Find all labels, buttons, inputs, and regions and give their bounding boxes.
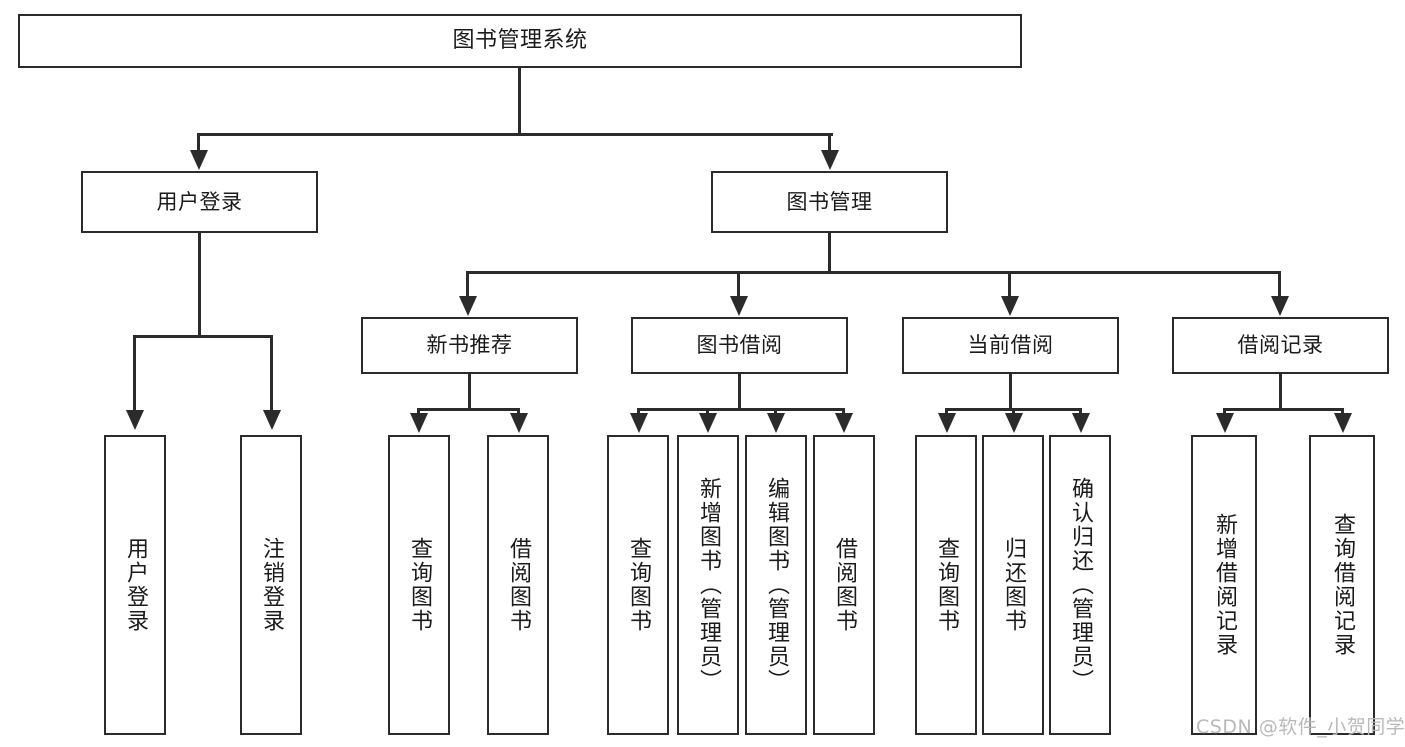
- connector-current-stem: [1009, 374, 1012, 410]
- connector-borrow-stem: [738, 374, 741, 410]
- connector-root-bus: [197, 133, 833, 136]
- connector-borrow-drop-2: [706, 408, 709, 416]
- connector-record-drop-2: [1341, 408, 1344, 416]
- arrow-to-leaf-确认归还: [1072, 413, 1090, 433]
- connector-borrow-drop-1: [637, 408, 640, 416]
- leaf-label: 归还图书: [1000, 537, 1026, 633]
- leaf-label: 查询图书: [625, 537, 651, 633]
- node-用户登录[interactable]: 用户登录: [81, 171, 318, 233]
- connector-books-drop-2: [737, 271, 740, 298]
- connector-books-bus: [466, 271, 1281, 274]
- connector-books-drop-1: [466, 271, 469, 298]
- leaf-label: 确认归还（管理员）: [1067, 477, 1093, 693]
- node-借阅记录-label: 借阅记录: [1237, 333, 1324, 358]
- arrow-to-新书推荐: [459, 296, 477, 316]
- connector-login-bus: [133, 335, 273, 338]
- connector-newbook-drop-2: [517, 408, 520, 416]
- leaf-node[interactable]: 查询图书: [388, 435, 450, 735]
- leaf-label: 新增借阅记录: [1211, 513, 1237, 657]
- connector-books-stem: [828, 233, 831, 273]
- leaf-label: 编辑图书（管理员）: [763, 477, 789, 693]
- arrow-to-leaf-用户登录: [126, 410, 144, 430]
- connector-books-drop-3: [1008, 271, 1011, 298]
- leaf-node[interactable]: 新增图书（管理员）: [677, 435, 739, 735]
- node-图书借阅-label: 图书借阅: [696, 333, 783, 358]
- node-当前借阅-label: 当前借阅: [967, 333, 1054, 358]
- leaf-node[interactable]: 编辑图书（管理员）: [745, 435, 807, 735]
- connector-newbook-bus: [417, 408, 520, 411]
- leaf-node[interactable]: 注销登录: [240, 435, 302, 735]
- connector-newbook-drop-1: [417, 408, 420, 416]
- connector-root-stem: [518, 68, 521, 134]
- leaf-label: 新增图书（管理员）: [695, 477, 721, 693]
- connector-borrow-drop-3: [774, 408, 777, 416]
- connector-login-stem: [198, 233, 201, 336]
- leaf-node[interactable]: 借阅图书: [813, 435, 875, 735]
- leaf-node[interactable]: 用户登录: [104, 435, 166, 735]
- arrow-to-借阅记录: [1271, 296, 1289, 316]
- arrow-to-leaf-注销登录: [263, 410, 281, 430]
- node-图书管理-label: 图书管理: [786, 189, 873, 214]
- connector-record-drop-1: [1223, 408, 1226, 416]
- leaf-label: 查询图书: [933, 537, 959, 633]
- connector-current-drop-2: [1012, 408, 1015, 416]
- arrow-to-leaf-归还图书: [1005, 413, 1023, 433]
- arrow-to-leaf-查询图书-2: [630, 413, 648, 433]
- node-新书推荐[interactable]: 新书推荐: [361, 317, 578, 374]
- node-当前借阅[interactable]: 当前借阅: [902, 317, 1119, 374]
- node-用户登录-label: 用户登录: [156, 189, 243, 214]
- connector-borrow-drop-4: [842, 408, 845, 416]
- leaf-node[interactable]: 查询图书: [607, 435, 669, 735]
- arrow-to-leaf-查询图书-3: [938, 413, 956, 433]
- connector-root-drop-right: [828, 133, 831, 158]
- connector-login-drop-2: [270, 335, 273, 411]
- connector-login-drop-1: [133, 335, 136, 411]
- node-root-label: 图书管理系统: [452, 28, 588, 54]
- connector-current-drop-1: [945, 408, 948, 416]
- leaf-node[interactable]: 查询借阅记录: [1309, 435, 1375, 735]
- leaf-node[interactable]: 借阅图书: [487, 435, 549, 735]
- arrow-to-leaf-借阅图书-1: [510, 413, 528, 433]
- leaf-label: 查询借阅记录: [1329, 513, 1355, 657]
- arrow-to-leaf-查询借阅记录: [1334, 413, 1352, 433]
- leaf-node[interactable]: 确认归还（管理员）: [1049, 435, 1111, 735]
- arrow-to-leaf-新增图书: [699, 413, 717, 433]
- leaf-label: 借阅图书: [505, 537, 531, 633]
- arrow-to-leaf-借阅图书-2: [835, 413, 853, 433]
- csdn-watermark: CSDN @软件_小贺同学: [1196, 716, 1405, 738]
- arrow-to-当前借阅: [1001, 296, 1019, 316]
- arrow-to-leaf-新增借阅记录: [1216, 413, 1234, 433]
- connector-root-drop-left: [197, 133, 200, 158]
- leaf-label: 注销登录: [258, 537, 284, 633]
- arrow-to-图书管理: [821, 150, 839, 170]
- leaf-node[interactable]: 新增借阅记录: [1191, 435, 1257, 735]
- connector-borrow-bus: [637, 408, 845, 411]
- node-新书推荐-label: 新书推荐: [426, 333, 513, 358]
- node-图书借阅[interactable]: 图书借阅: [631, 317, 848, 374]
- connector-current-drop-3: [1079, 408, 1082, 416]
- leaf-label: 查询图书: [406, 537, 432, 633]
- leaf-label: 用户登录: [122, 537, 148, 633]
- leaf-label: 借阅图书: [831, 537, 857, 633]
- connector-newbook-stem: [468, 374, 471, 410]
- arrow-to-用户登录: [190, 150, 208, 170]
- arrow-to-图书借阅: [730, 296, 748, 316]
- leaf-node[interactable]: 归还图书: [982, 435, 1044, 735]
- arrow-to-leaf-查询图书-1: [410, 413, 428, 433]
- node-借阅记录[interactable]: 借阅记录: [1172, 317, 1389, 374]
- node-root[interactable]: 图书管理系统: [18, 14, 1022, 68]
- connector-books-drop-4: [1278, 271, 1281, 298]
- arrow-to-leaf-编辑图书: [767, 413, 785, 433]
- leaf-node[interactable]: 查询图书: [915, 435, 977, 735]
- connector-record-stem: [1279, 374, 1282, 410]
- connector-record-bus: [1223, 408, 1343, 411]
- node-图书管理[interactable]: 图书管理: [711, 171, 948, 233]
